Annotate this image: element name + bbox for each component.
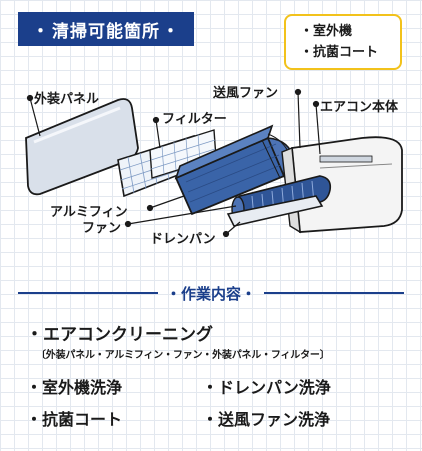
- label-outer-panel: 外装パネル: [34, 92, 100, 107]
- label-fan: ファン: [82, 221, 122, 236]
- label-drain-pan: ドレンパン: [150, 232, 216, 247]
- work-item-drain-pan: ・ドレンパン洗浄: [202, 378, 331, 397]
- label-ac-body: エアコン本体: [320, 100, 399, 115]
- title-bullet-left: ・: [32, 21, 50, 42]
- work-item-fan-wash: ・送風ファン洗浄: [202, 410, 331, 429]
- work-item-aircon-cleaning: ・エアコンクリーニング: [26, 325, 213, 345]
- header-rule-right: [264, 292, 405, 294]
- note-box: ・室外機 ・抗菌コート: [284, 14, 402, 70]
- header-rule-left: [18, 292, 158, 294]
- label-blower-fan: 送風ファン: [213, 86, 279, 101]
- work-section-title: ・作業内容・: [166, 284, 257, 303]
- work-item-antibacterial: ・抗菌コート: [26, 410, 123, 429]
- label-filter: フィルター: [162, 112, 227, 127]
- aluminum-fin-illustration: [174, 124, 295, 216]
- note-item-antibacterial: ・抗菌コート: [300, 45, 379, 60]
- label-aluminum-fin: アルミフィン: [50, 205, 128, 220]
- work-section-header: ・作業内容・: [18, 280, 405, 306]
- drain-pan-illustration: [226, 195, 324, 227]
- title-badge: ・ 清掃可能箇所 ・: [18, 12, 194, 46]
- work-item-aircon-cleaning-detail: 〔外装パネル・アルミフィン・ファン・外装パネル・フィルター〕: [36, 350, 330, 361]
- work-item-outdoor-unit: ・室外機洗浄: [26, 378, 123, 397]
- title-bullet-right: ・: [162, 21, 180, 42]
- note-item-outdoor: ・室外機: [300, 24, 353, 39]
- page-title: 清掃可能箇所: [52, 21, 160, 42]
- aircon-diagram: [25, 88, 403, 238]
